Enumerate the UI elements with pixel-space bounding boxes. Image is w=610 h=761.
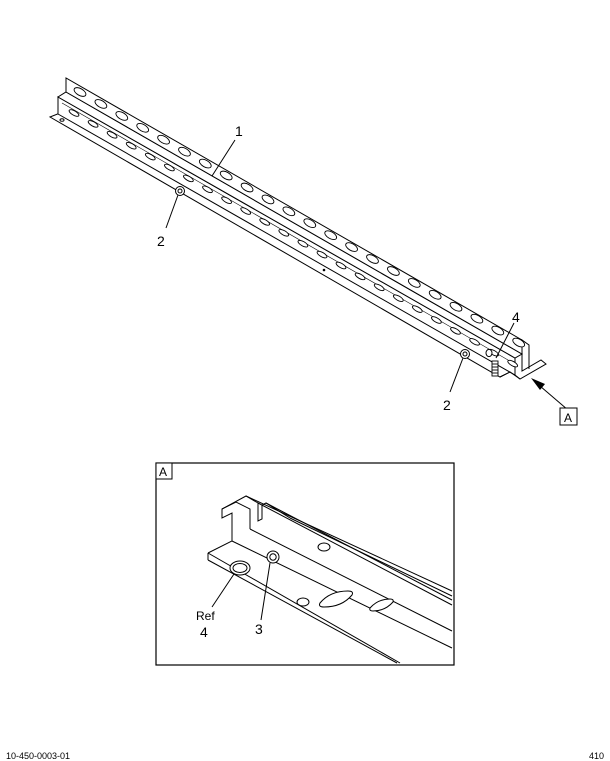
rail-slot bbox=[387, 266, 400, 276]
rail-slot bbox=[373, 283, 385, 292]
rail-slot bbox=[198, 158, 212, 169]
rail-top-face bbox=[57, 91, 524, 359]
detail-view-a: A bbox=[155, 462, 455, 666]
rail-slot bbox=[183, 174, 194, 183]
detail-tag-letter: A bbox=[159, 465, 167, 479]
rail-slot bbox=[470, 313, 484, 324]
rail-slot bbox=[178, 146, 191, 157]
rail-back-face bbox=[65, 77, 523, 355]
detail-item-3: 3 bbox=[255, 621, 263, 637]
detail-frame bbox=[155, 462, 455, 666]
callout-item-4: 4 bbox=[512, 309, 520, 325]
view-arrow bbox=[531, 378, 569, 411]
rail-slot bbox=[259, 218, 271, 226]
rail-back-slots bbox=[73, 87, 526, 348]
rail-slot bbox=[512, 337, 526, 348]
view-ref-letter: A bbox=[564, 411, 572, 425]
rail-slot bbox=[278, 229, 290, 237]
rail-slot bbox=[136, 122, 150, 133]
rail-slot bbox=[449, 301, 463, 312]
view-ref-box bbox=[559, 407, 578, 426]
detail-ref-item: 4 bbox=[200, 624, 208, 640]
rail-slot bbox=[106, 131, 118, 139]
rail-slot bbox=[221, 196, 232, 204]
rail-slot bbox=[144, 152, 156, 161]
rail-slot bbox=[219, 170, 233, 181]
rail-slot bbox=[450, 327, 461, 335]
rail-slot bbox=[87, 120, 99, 128]
rail-slot bbox=[94, 99, 108, 109]
rail-flange bbox=[48, 112, 512, 378]
rail-slot bbox=[115, 111, 129, 121]
rail-slot bbox=[68, 109, 80, 117]
rail-slot bbox=[240, 182, 254, 193]
callout-item-1: 1 bbox=[235, 123, 243, 139]
rail-slot bbox=[261, 194, 275, 205]
leader-lines bbox=[165, 139, 515, 393]
rail-slot bbox=[303, 218, 317, 229]
rail-slot bbox=[324, 230, 338, 241]
rail-center-dot bbox=[322, 268, 326, 272]
callout-item-2-right: 2 bbox=[443, 397, 451, 413]
rail-slot bbox=[366, 254, 379, 264]
rail-slot bbox=[354, 272, 366, 281]
footer-drawing-number: 10-450-0003-01 bbox=[6, 751, 71, 761]
rail-slot bbox=[316, 250, 328, 259]
rail-slot bbox=[125, 141, 137, 150]
rail-slot bbox=[73, 87, 87, 97]
rail-slot bbox=[164, 163, 175, 172]
callout-item-2-left: 2 bbox=[157, 233, 165, 249]
footer-page-code: 410 bbox=[588, 751, 604, 761]
rail-slot bbox=[392, 294, 404, 302]
clinch-nut-left bbox=[175, 186, 185, 196]
rail-slot bbox=[491, 325, 505, 336]
rail-slot bbox=[157, 134, 170, 145]
rail-slot bbox=[202, 185, 213, 194]
rail-slot bbox=[335, 261, 347, 270]
rail-end-hole bbox=[485, 348, 493, 358]
rail-slot bbox=[507, 359, 519, 368]
rail-slot bbox=[297, 239, 309, 248]
rail-slot bbox=[240, 207, 252, 215]
rail-slot bbox=[469, 338, 480, 346]
rail-slot bbox=[407, 278, 421, 288]
rail-slot bbox=[282, 206, 296, 217]
rail-slot bbox=[411, 305, 423, 313]
rail-slot bbox=[345, 242, 358, 252]
slotted-rail bbox=[48, 77, 547, 380]
detail-tag-box bbox=[155, 462, 173, 480]
detail-ref-word: Ref bbox=[196, 609, 215, 623]
rail-slot bbox=[431, 316, 442, 324]
rail-slot bbox=[428, 289, 442, 300]
clinch-nut-right bbox=[460, 349, 470, 359]
rail-front-slots bbox=[68, 109, 519, 368]
threaded-stud bbox=[491, 360, 499, 377]
